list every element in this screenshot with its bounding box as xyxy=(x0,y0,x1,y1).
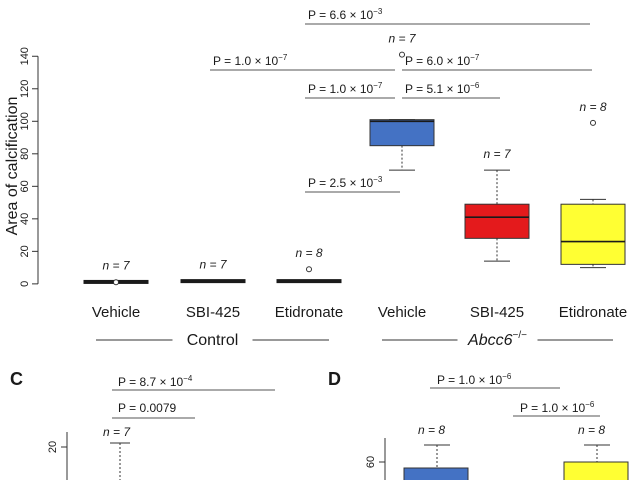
group-label: Control xyxy=(187,332,239,349)
panel-d-n-label-2: n = 8 xyxy=(578,423,605,437)
panel-d-y-tick-label: 60 xyxy=(365,456,377,468)
outlier-point xyxy=(113,279,119,286)
panel-d-label: D xyxy=(328,369,341,389)
y-axis-label: Area of calcification xyxy=(4,97,21,236)
n-label: n = 7 xyxy=(483,147,511,161)
panel-d-box-2 xyxy=(563,461,629,480)
y-tick-label: 80 xyxy=(19,148,31,160)
category-label: Etidronate xyxy=(275,304,343,321)
panel-c-comparison-2: P = 0.0079 xyxy=(112,401,195,419)
panel-d-comparison-1: P = 1.0 × 10−6 xyxy=(430,372,560,389)
p-value-label: P = 5.1 × 10−6 xyxy=(405,81,480,96)
p-value-label: P = 6.6 × 10−3 xyxy=(308,7,383,22)
panel-d-pvalue-2: P = 1.0 × 10−6 xyxy=(520,400,595,415)
panel-d-comparison-2: P = 1.0 × 10−6 xyxy=(513,400,600,417)
p-value-label: P = 1.0 × 10−7 xyxy=(213,53,288,68)
y-tick-label: 20 xyxy=(19,245,31,257)
category-label: SBI-425 xyxy=(470,304,524,321)
box xyxy=(369,119,435,147)
category-label: Vehicle xyxy=(378,304,426,321)
p-value-label: P = 6.0 × 10−7 xyxy=(405,53,480,68)
outlier-point xyxy=(590,119,596,126)
n-label: n = 7 xyxy=(199,258,227,272)
panel-c-pvalue-1: P = 8.7 × 10−4 xyxy=(118,374,193,389)
panel-d: D P = 1.0 × 10−6 P = 1.0 × 10−6 n = 8 n … xyxy=(328,369,629,480)
outlier-point xyxy=(399,51,405,58)
box xyxy=(560,203,626,265)
n-label: n = 7 xyxy=(102,258,130,272)
outlier-point xyxy=(306,266,312,273)
panel-c: C P = 8.7 × 10−4 P = 0.0079 n = 7 20 xyxy=(10,369,275,480)
category-label: Vehicle xyxy=(92,304,140,321)
y-tick-label: 0 xyxy=(19,281,31,287)
panel-c-pvalue-2: P = 0.0079 xyxy=(118,401,176,415)
n-label: n = 8 xyxy=(295,246,322,260)
group-label: Abcc6−/− xyxy=(467,330,527,349)
p-value-label: P = 2.5 × 10−3 xyxy=(308,175,383,190)
n-label: n = 8 xyxy=(579,100,606,114)
y-tick-label: 120 xyxy=(19,80,31,98)
p-value-label: P = 1.0 × 10−7 xyxy=(308,81,383,96)
panel-d-pvalue-1: P = 1.0 × 10−6 xyxy=(437,372,512,387)
category-label: Etidronate xyxy=(559,304,627,321)
y-tick-label: 60 xyxy=(19,180,31,192)
panel-d-box-1 xyxy=(403,467,469,480)
n-label: n = 7 xyxy=(388,32,416,46)
box xyxy=(464,203,530,239)
box-collapsed xyxy=(180,279,246,284)
panel-c-comparison-1: P = 8.7 × 10−4 xyxy=(112,374,275,391)
y-tick-label: 100 xyxy=(19,112,31,130)
panel-c-y-tick-label: 20 xyxy=(47,441,59,453)
y-tick-label: 40 xyxy=(19,213,31,225)
category-label: SBI-425 xyxy=(186,304,240,321)
panel-c-n-label: n = 7 xyxy=(103,425,131,439)
box-collapsed xyxy=(276,279,342,284)
y-tick-label: 140 xyxy=(19,47,31,65)
panel-d-n-label-1: n = 8 xyxy=(418,423,445,437)
panel-c-label: C xyxy=(10,369,23,389)
